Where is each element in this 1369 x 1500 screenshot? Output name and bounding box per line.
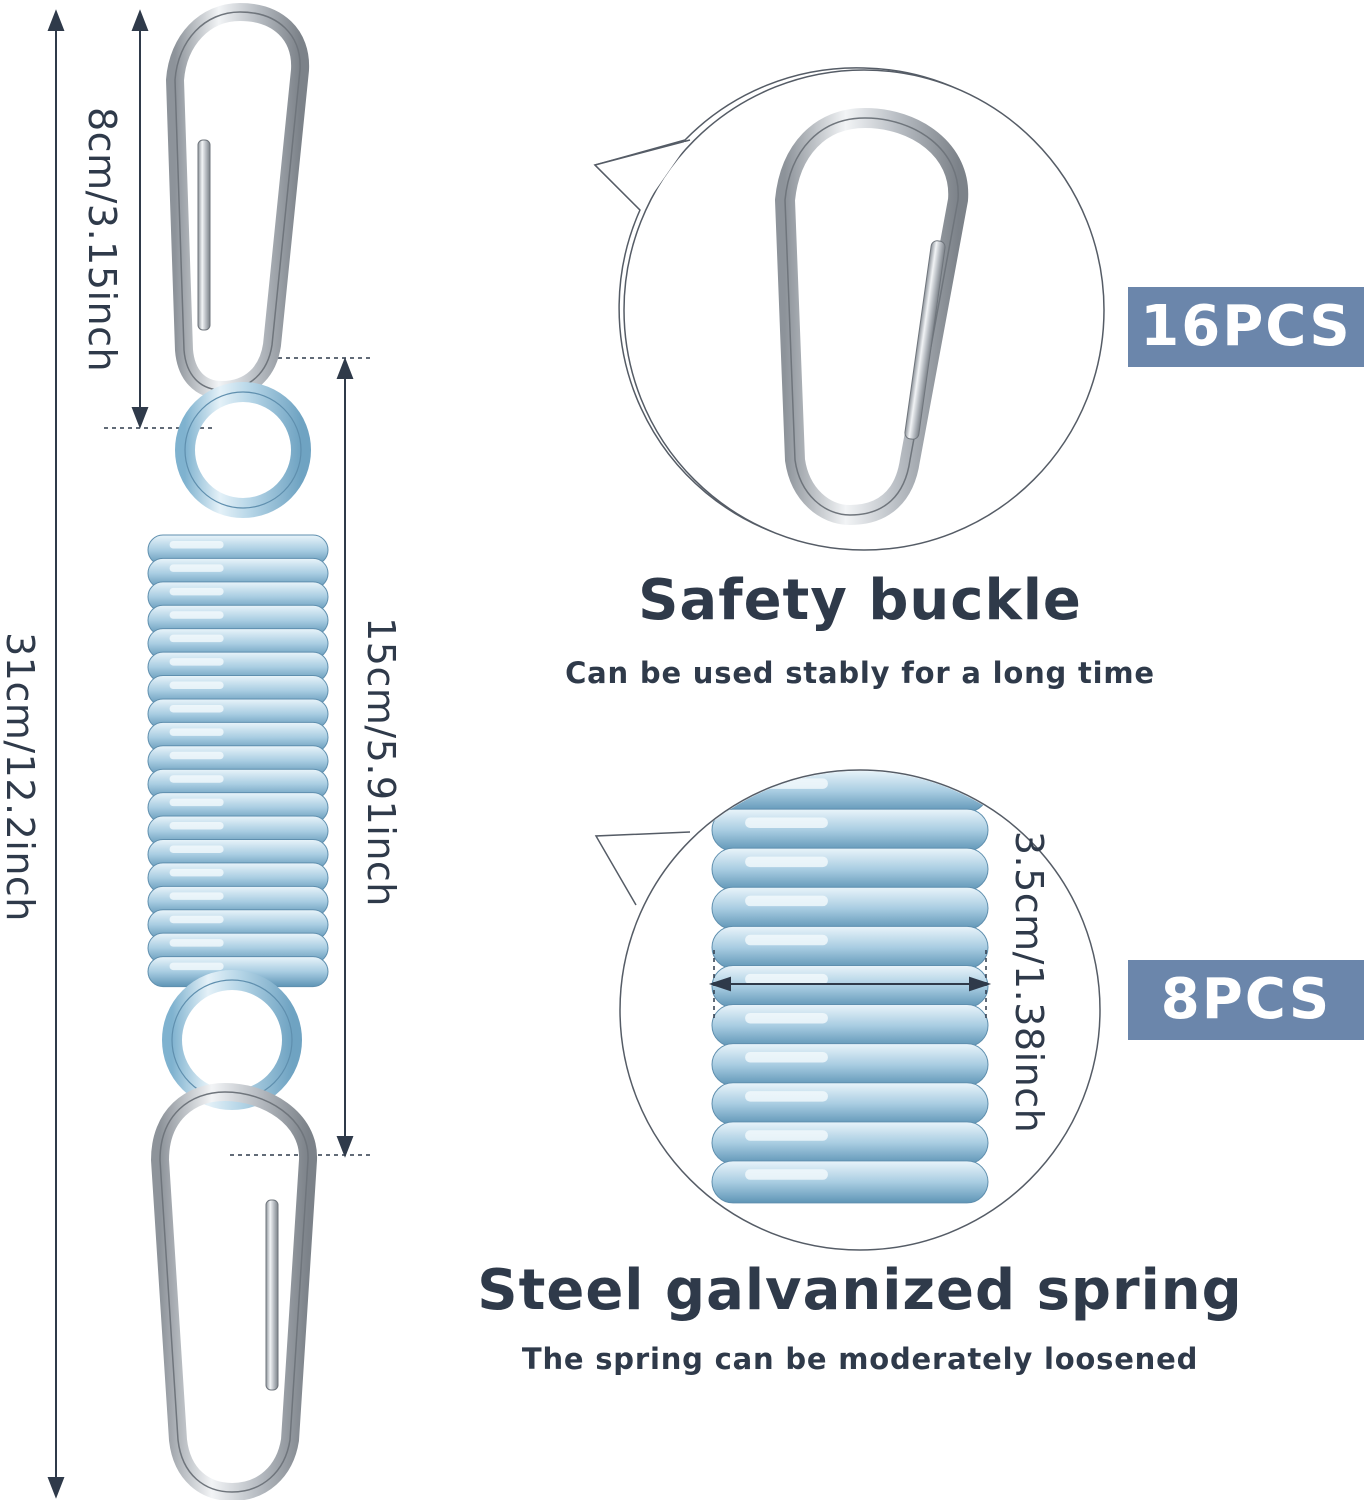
spring-callout — [594, 769, 1101, 1251]
spring-coil-highlight — [745, 1091, 828, 1102]
carabiner-length-label: 8cm/3.15inch — [80, 107, 124, 373]
spring-coil — [711, 925, 989, 969]
feature-subtitle-carabiner: Can be used stably for a long time — [565, 656, 1155, 690]
spring-coil-highlight — [745, 1052, 828, 1063]
spring-coil — [711, 1043, 989, 1087]
spring-coil — [711, 964, 989, 1008]
spring-coil — [711, 847, 989, 891]
bottom-carabiner — [150, 1082, 317, 1500]
top-carabiner — [165, 2, 310, 400]
spring-diameter-label: 3.5cm/1.38inch — [1007, 830, 1051, 1134]
spring-length-label: 15cm/5.91inch — [359, 617, 403, 907]
feature-title-spring: Steel galvanized spring — [477, 1258, 1243, 1323]
total-length-arrow — [47, 9, 65, 1499]
spring-coil-highlight — [169, 868, 224, 877]
spring-coil-highlight — [745, 1012, 828, 1024]
spring-coil-highlight — [169, 587, 224, 596]
bottom-ring — [162, 970, 302, 1110]
spring-coil — [711, 808, 989, 852]
spring-coil-highlight — [169, 728, 224, 736]
spring-coil-highlight — [745, 1130, 828, 1141]
spring-coil-highlight — [745, 856, 828, 868]
feature-subtitle-spring: The spring can be moderately loosened — [521, 1342, 1199, 1376]
spring-coil — [711, 1121, 989, 1165]
detail-spring — [711, 771, 989, 1204]
spring-coil — [711, 1082, 989, 1126]
spring-coil-highlight — [169, 962, 224, 971]
feature-title-carabiner: Safety buckle — [638, 568, 1082, 633]
spring-coil-highlight — [745, 1169, 828, 1180]
spring-coil — [711, 886, 989, 930]
spring-coil-highlight — [169, 611, 224, 619]
spring-coil-highlight — [169, 681, 224, 690]
spring-coil-highlight — [169, 564, 224, 572]
spring-coil — [711, 1004, 989, 1048]
spring-coil-highlight — [169, 541, 224, 549]
quantity-badge-spring: 8PCS — [1128, 960, 1364, 1040]
spring-coil-highlight — [169, 939, 224, 947]
total-length-label: 31cm/12.2inch — [0, 632, 42, 922]
spring-coil-highlight — [169, 704, 224, 713]
spring-diameter-arrow — [708, 950, 992, 1018]
spring-coil-highlight — [745, 934, 828, 946]
quantity-badge-carabiner: 16PCS — [1128, 287, 1364, 367]
spring-length-arrow — [230, 357, 372, 1158]
spring-coil-highlight — [169, 634, 224, 643]
carabiner-length-arrow — [104, 9, 212, 429]
spring-coil-highlight — [745, 973, 828, 985]
spring-coil-highlight — [169, 822, 224, 830]
main-spring — [147, 534, 329, 988]
spring-coil-highlight — [745, 778, 828, 789]
spring-coil-highlight — [169, 658, 224, 666]
spring-coil-highlight — [745, 817, 828, 828]
spring-coil — [711, 771, 989, 813]
spring-coil-highlight — [169, 751, 224, 760]
spring-coil — [711, 1160, 989, 1204]
top-ring — [175, 382, 311, 518]
spring-coil-highlight — [169, 798, 224, 807]
spring-coil-highlight — [169, 775, 224, 783]
spring-coil-highlight — [745, 895, 828, 907]
spring-coil-highlight — [169, 845, 224, 853]
spring-coil-highlight — [169, 915, 224, 924]
carabiner-callout — [593, 67, 1105, 551]
spring-coil-highlight — [169, 892, 224, 900]
